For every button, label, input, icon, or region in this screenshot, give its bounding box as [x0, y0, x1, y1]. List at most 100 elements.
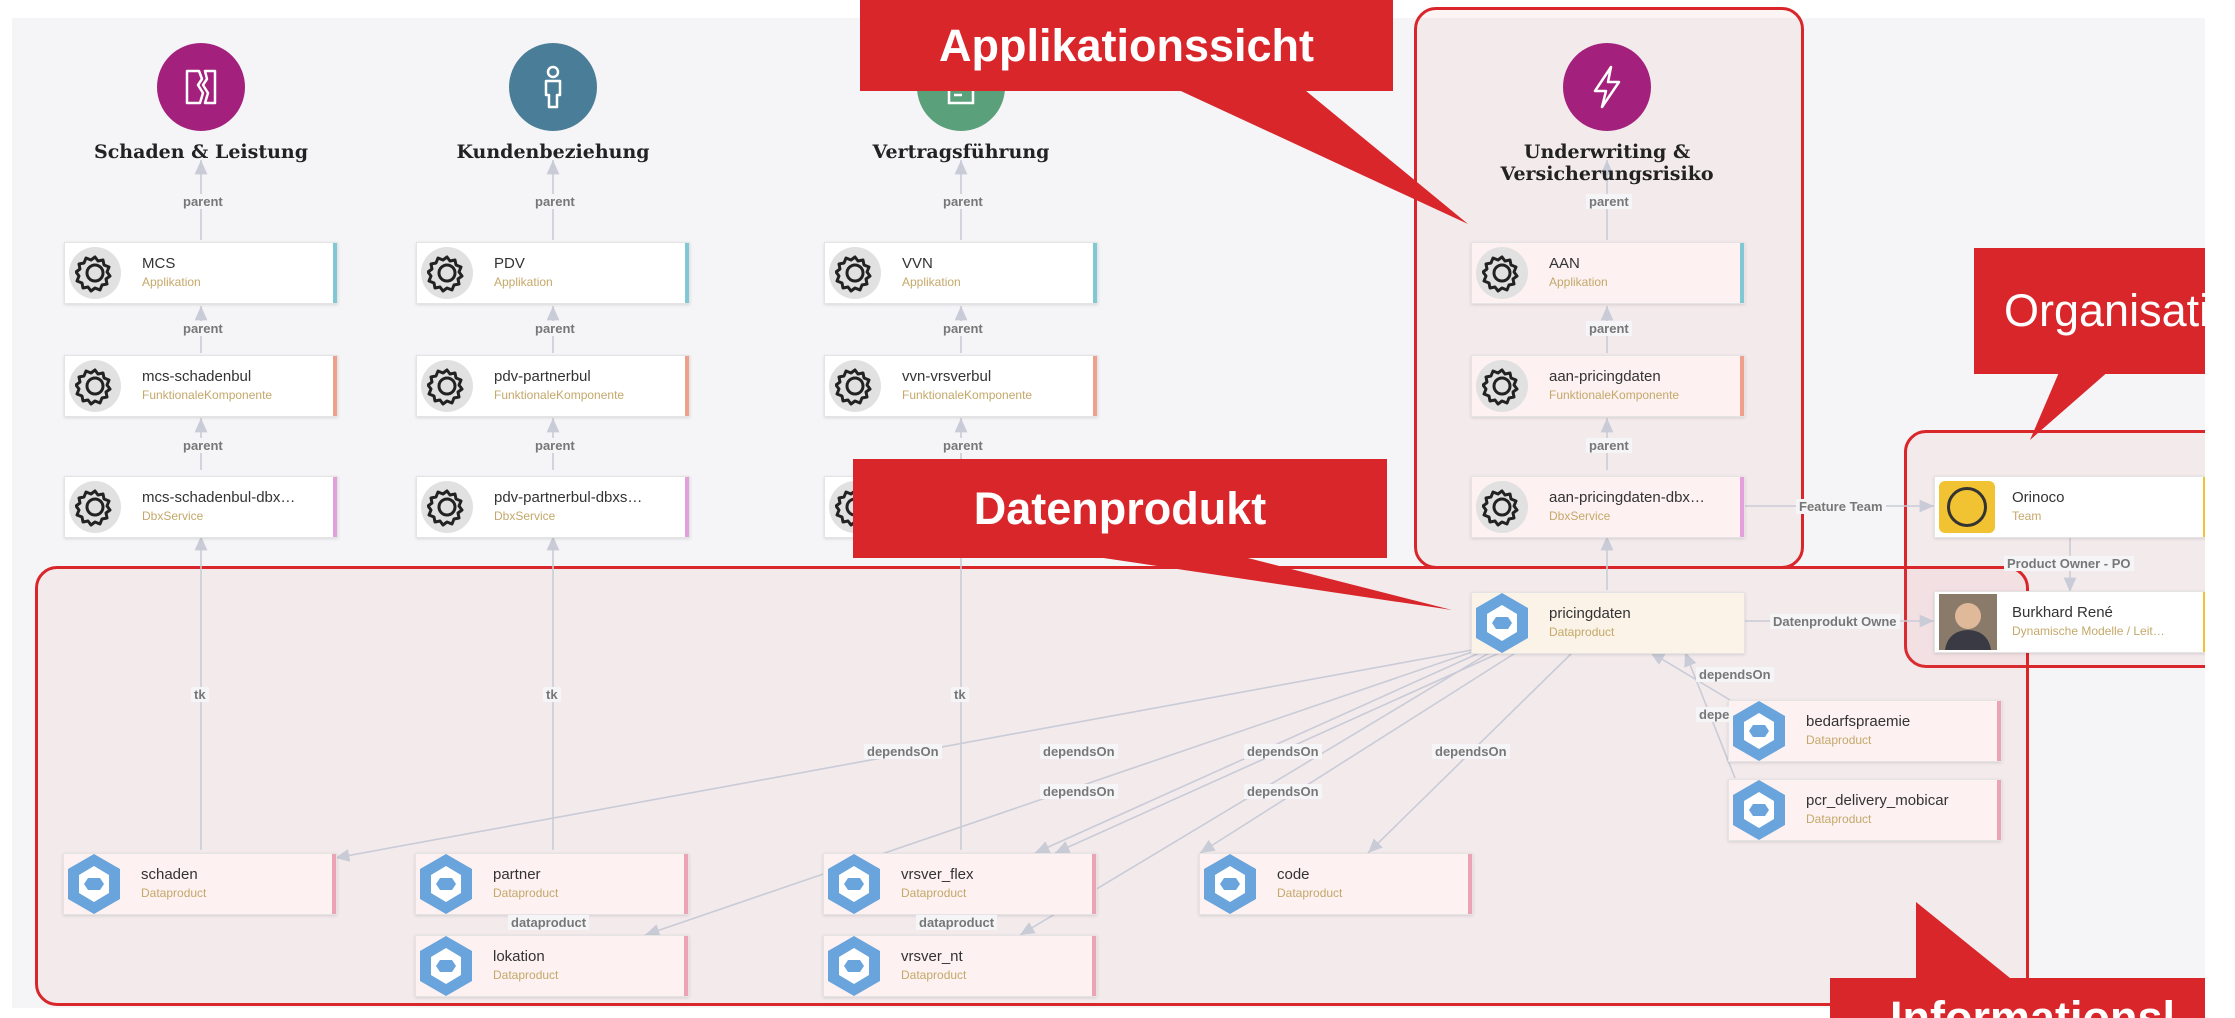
card-name: PDV [494, 255, 525, 272]
callout-information: Informationsl [1830, 978, 2205, 1018]
callout-datenprodukt: Datenprodukt [853, 459, 1387, 558]
callout-applikationssicht: Applikationssicht [860, 0, 1393, 91]
application-card-pdv[interactable]: PDV Applikation [416, 242, 690, 304]
card-type: Dataproduct [1277, 886, 1343, 900]
edge-label-tk: tk [191, 687, 209, 702]
card-name: Burkhard René [2012, 604, 2113, 621]
card-name: pdv-partnerbul [494, 368, 591, 385]
edge-label-parent: parent [940, 321, 986, 336]
card-name: bedarfspraemie [1806, 713, 1911, 730]
domain-title: Kundenbeziehung [456, 141, 650, 163]
card-accent [685, 356, 689, 416]
gear-icon [1476, 247, 1528, 299]
card-name: aan-pricingdaten [1549, 368, 1661, 385]
edge-label-depends-on: dependsOn [1040, 744, 1118, 759]
edge-label-depends-on: dependsOn [1696, 667, 1774, 682]
application-card-vvn[interactable]: VVN Applikation [824, 242, 1098, 304]
card-name: vvn-vrsverbul [902, 368, 992, 385]
card-name: VVN [902, 255, 933, 272]
card-type: FunktionaleKomponente [494, 388, 625, 402]
card-accent [333, 477, 337, 537]
card-accent [685, 477, 689, 537]
card-type: Dataproduct [1806, 812, 1872, 826]
edge-label-parent: parent [1586, 438, 1632, 453]
card-accent [1093, 356, 1097, 416]
service-card-pdv[interactable]: pdv-partnerbul-dbxs… DbxService [416, 476, 690, 538]
card-name: pdv-partnerbul-dbxs… [494, 489, 643, 506]
gear-icon [421, 481, 473, 533]
card-name: Orinoco [2012, 489, 2065, 506]
gear-icon [421, 360, 473, 412]
gear-icon [69, 481, 121, 533]
card-accent [332, 854, 336, 914]
card-name: MCS [142, 255, 176, 272]
card-accent [333, 243, 337, 303]
edge-label-parent: parent [532, 194, 578, 209]
domain-title: Underwriting & Versicherungsrisiko [1500, 141, 1714, 185]
edge-depends-on [1199, 649, 1521, 854]
card-accent [1092, 854, 1096, 914]
card-type: Applikation [902, 275, 961, 289]
edge-label-depends-on-partial: depe [1696, 707, 1733, 722]
card-name: lokation [493, 948, 545, 965]
edge-label-parent: parent [180, 438, 226, 453]
card-name: code [1277, 866, 1310, 883]
card-type: DbxService [494, 509, 556, 523]
card-name: vrsver_nt [901, 948, 963, 965]
edge-label-depends-on: dependsOn [1244, 784, 1322, 799]
edge-label-product-owner: Product Owner - PO [2004, 556, 2134, 571]
card-type: Applikation [494, 275, 553, 289]
service-card-aan[interactable]: aan-pricingdaten-dbx…DbxService [1471, 476, 1745, 538]
card-name: mcs-schadenbul-dbx… [142, 489, 296, 506]
service-card-mcs[interactable]: mcs-schadenbul-dbx… DbxService [64, 476, 338, 538]
hexagon-icon [1204, 854, 1256, 914]
card-accent [333, 356, 337, 416]
hexagon-icon [420, 936, 472, 996]
edge-label-tk: tk [543, 687, 561, 702]
card-accent [685, 243, 689, 303]
edge-depends-on [1649, 651, 1731, 701]
edge-label-parent: parent [532, 438, 578, 453]
card-name: vrsver_flex [901, 866, 974, 883]
gear-icon [1476, 360, 1528, 412]
torn-document-icon [157, 43, 245, 131]
card-type: FunktionaleKomponente [902, 388, 1033, 402]
domain-schaden-leistung: Schaden & Leistung [21, 43, 381, 163]
card-accent [1468, 854, 1472, 914]
card-name: partner [493, 866, 541, 883]
avatar [1939, 594, 1997, 650]
edge-label-depends-on: dependsOn [864, 744, 942, 759]
hexagon-icon [420, 854, 472, 914]
card-name: aan-pricingdaten-dbx… [1549, 489, 1705, 506]
gear-icon [421, 247, 473, 299]
edge-label-parent: parent [940, 194, 986, 209]
card-type: DbxService [142, 509, 204, 523]
hexagon-icon [1476, 593, 1528, 653]
card-type: Dataproduct [493, 886, 559, 900]
card-type: Applikation [1549, 275, 1608, 289]
gear-icon [69, 247, 121, 299]
card-type: FunktionaleKomponente [1549, 388, 1680, 402]
hexagon-icon [1733, 780, 1785, 840]
card-name: pricingdaten [1549, 605, 1631, 622]
lightning-icon [1563, 43, 1651, 131]
gear-icon [69, 360, 121, 412]
domain-kundenbeziehung: Kundenbeziehung [373, 43, 733, 163]
